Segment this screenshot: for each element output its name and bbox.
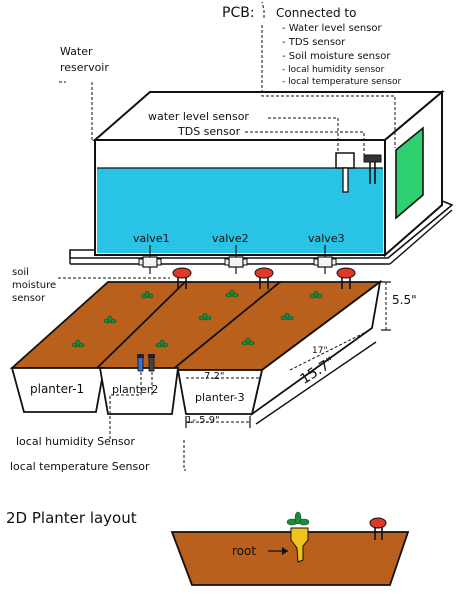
root-label: root: [232, 545, 256, 557]
valve-3-label: valve3: [308, 233, 345, 244]
reservoir-label-line1: Water: [60, 46, 93, 57]
local-temperature-label: local temperature Sensor: [10, 461, 149, 472]
local-temperature-probe: [148, 354, 155, 371]
reservoir-label-line2: reservoir: [60, 62, 109, 73]
pcb-item-soil-moisture: - Soil moisture sensor: [282, 52, 390, 62]
local-humidity-label: local humidity Sensor: [16, 436, 135, 447]
planter-2-label: planter2: [112, 384, 158, 395]
pcb-item-humidity: - local humidity sensor: [282, 66, 384, 75]
dimension-height: 5.5": [392, 294, 417, 306]
soil-sensor-label-line2: moisture: [12, 281, 56, 291]
dimension-width-bottom: 1- 5.9": [186, 416, 220, 426]
soil-sensor-label-line1: soil: [12, 268, 29, 278]
planter-3-label: planter-3: [195, 392, 245, 403]
pcb-connected-to: Connected to: [276, 7, 356, 19]
pcb-item-temperature: - local temperature sensor: [282, 78, 401, 87]
valve-1-label: valve1: [133, 233, 170, 244]
soil-sensor-label-line3: sensor: [12, 294, 45, 304]
2d-layout-title: 2D Planter layout: [6, 511, 137, 526]
2d-planter-body: [172, 532, 408, 585]
dimension-width-top: 7.2": [204, 372, 225, 382]
pcb-title: PCB:: [222, 6, 255, 20]
planter-1-label: planter-1: [30, 383, 84, 395]
local-humidity-probe: [137, 354, 144, 371]
tds-sensor-label: TDS sensor: [178, 126, 240, 137]
pcb-item-water-level: - Water level sensor: [282, 24, 382, 34]
water-level-sensor-label: water level sensor: [148, 111, 249, 122]
dimension-length-top: 17": [312, 347, 328, 356]
2d-plant: [287, 512, 309, 525]
pcb-item-tds: - TDS sensor: [282, 38, 345, 48]
valve-2-label: valve2: [212, 233, 249, 244]
